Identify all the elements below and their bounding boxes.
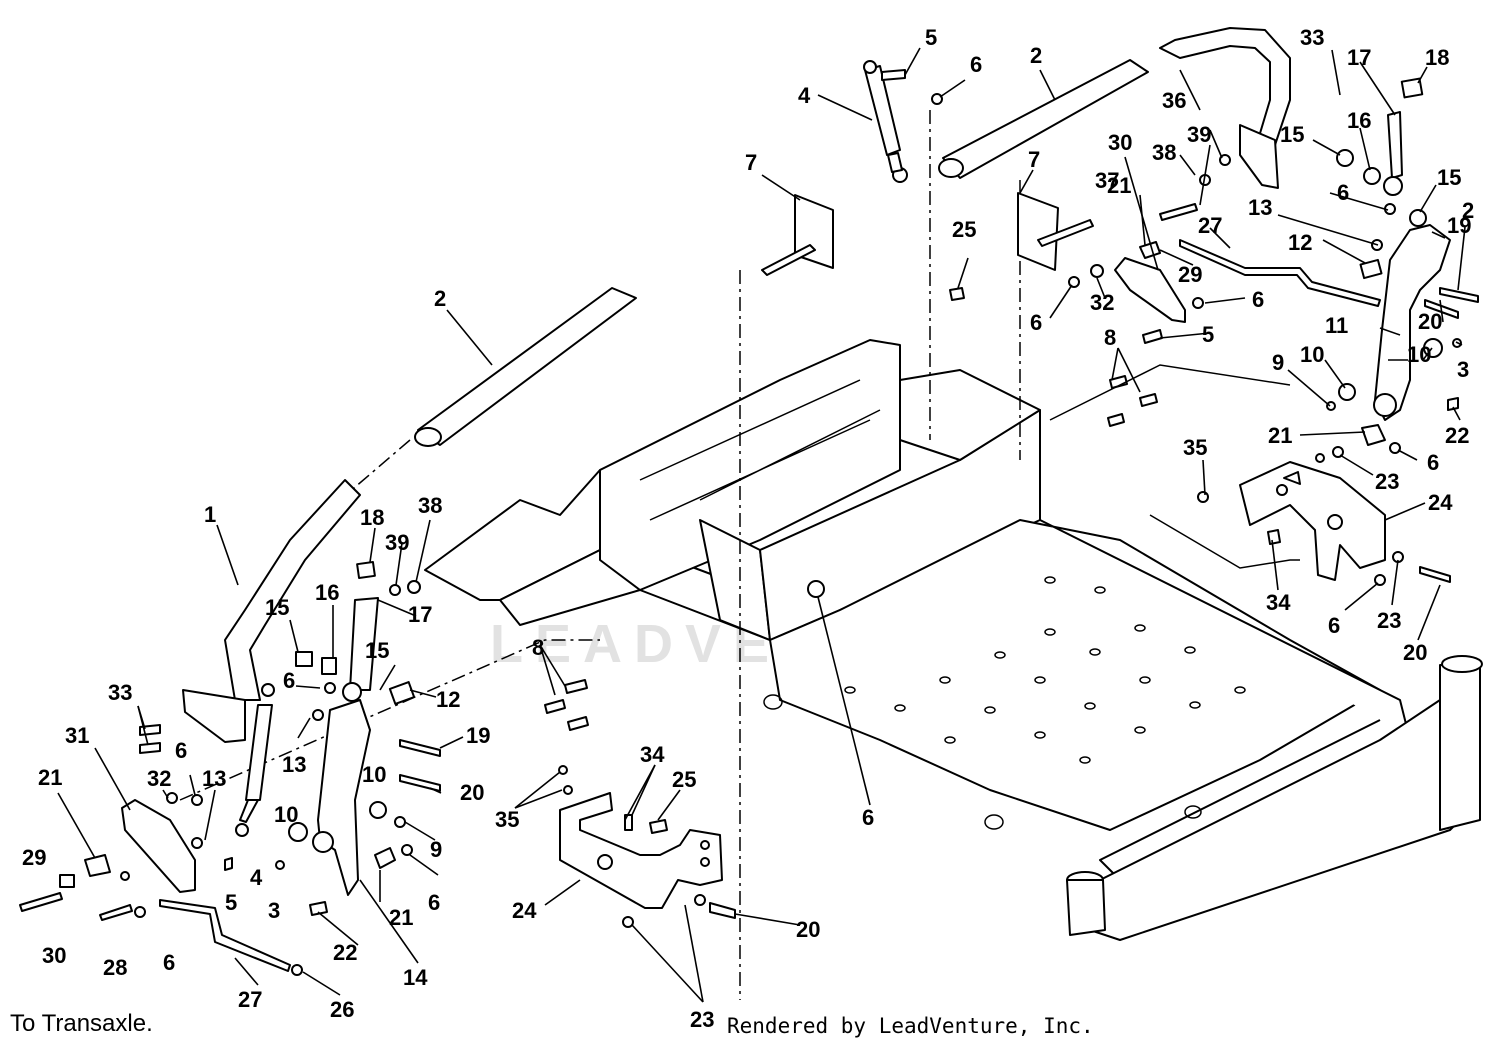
callout: 11: [1325, 313, 1348, 338]
callout: 12: [1288, 230, 1312, 255]
callout: 39: [385, 530, 409, 555]
callout: 26: [330, 997, 354, 1022]
callout: 32: [147, 766, 171, 791]
callout: 8: [532, 635, 544, 660]
callout: 9: [1272, 350, 1284, 375]
callout: 21: [389, 905, 413, 930]
callout: 10: [362, 762, 386, 787]
callout: 1: [204, 502, 216, 527]
callout: 35: [495, 807, 519, 832]
callout: 27: [238, 987, 262, 1012]
callout: 17: [1347, 45, 1371, 70]
callout: 17: [408, 602, 432, 627]
transaxle-note: To Transaxle.: [10, 1010, 153, 1037]
left-handle-assembly: [19, 287, 637, 976]
callout: 18: [360, 505, 384, 530]
callout: 4: [250, 865, 263, 890]
callout: 2: [434, 286, 446, 311]
callout: 36: [1162, 88, 1186, 113]
callout: 34: [640, 742, 665, 767]
callout: 15: [365, 638, 389, 663]
callout: 20: [1418, 309, 1442, 334]
callout: 5: [225, 890, 237, 915]
callout: 9: [430, 837, 442, 862]
callout: 20: [1403, 640, 1427, 665]
callout: 20: [460, 780, 484, 805]
callout: 6: [163, 950, 175, 975]
callout: 7: [1028, 147, 1040, 172]
callout: 33: [1300, 25, 1324, 50]
callout: 34: [1266, 590, 1291, 615]
callout: 23: [1377, 608, 1401, 633]
callout: 6: [1252, 287, 1264, 312]
callout: 27: [1198, 213, 1222, 238]
callout-numbers: 1 2 2 2 3 3 4 4 5 5 5 6 6 6 6 6 6 6 6 6 …: [22, 25, 1474, 1032]
callout: 19: [1447, 213, 1471, 238]
callout: 30: [1108, 130, 1132, 155]
callout: 5: [1202, 322, 1214, 347]
callout: 15: [265, 595, 289, 620]
callout: 6: [283, 668, 295, 693]
callout: 15: [1280, 122, 1304, 147]
callout: 13: [202, 766, 226, 791]
callout: 10: [1407, 342, 1431, 367]
callout: 10: [274, 802, 298, 827]
callout: 6: [1427, 450, 1439, 475]
callout: 4: [798, 83, 811, 108]
callout: 28: [103, 955, 127, 980]
callout: 23: [1375, 469, 1399, 494]
callout: 5: [925, 25, 937, 50]
callout: 39: [1187, 122, 1211, 147]
callout: 13: [282, 752, 306, 777]
callout: 3: [268, 898, 280, 923]
callout: 10: [1300, 342, 1324, 367]
callout: 25: [672, 767, 696, 792]
callout: 35: [1183, 435, 1207, 460]
callout: 38: [418, 493, 442, 518]
callout: 29: [1178, 262, 1202, 287]
callout: 33: [108, 680, 132, 705]
leader-lines: [57, 47, 1466, 1003]
callout: 6: [970, 52, 982, 77]
callout: 8: [1104, 325, 1116, 350]
callout: 38: [1152, 140, 1176, 165]
render-credit: Rendered by LeadVenture, Inc.: [727, 1014, 1094, 1038]
frame: [179, 110, 1483, 1000]
callout: 14: [403, 965, 428, 990]
callout: 6: [1337, 180, 1349, 205]
callout: 21: [38, 765, 62, 790]
callout: 24: [1428, 490, 1453, 515]
callout: 21: [1107, 173, 1131, 198]
callout: 6: [862, 805, 874, 830]
callout: 7: [745, 150, 757, 175]
callout: 21: [1268, 423, 1292, 448]
callout: 22: [333, 940, 357, 965]
callout: 32: [1090, 290, 1114, 315]
callout: 15: [1437, 165, 1461, 190]
callout: 3: [1457, 357, 1469, 382]
callout: 2: [1462, 198, 1474, 223]
callout: 2: [1030, 43, 1042, 68]
callout: 23: [690, 1007, 714, 1032]
callout: 12: [436, 687, 460, 712]
callout: 20: [796, 917, 820, 942]
callout: 19: [466, 723, 490, 748]
callout: 31: [65, 723, 89, 748]
callout: 18: [1425, 45, 1449, 70]
callout: 24: [512, 898, 537, 923]
callout: 13: [1248, 195, 1272, 220]
callout: 16: [315, 580, 339, 605]
callout: 6: [1328, 613, 1340, 638]
callout: 29: [22, 845, 46, 870]
callout: 22: [1445, 423, 1469, 448]
callout: 37: [1095, 168, 1119, 193]
callout: 6: [428, 890, 440, 915]
callout: 25: [952, 217, 976, 242]
center-parts: [544, 59, 1158, 928]
callout: 16: [1347, 108, 1371, 133]
callout: 30: [42, 943, 66, 968]
callout: 6: [1030, 310, 1042, 335]
callout: 6: [175, 738, 187, 763]
